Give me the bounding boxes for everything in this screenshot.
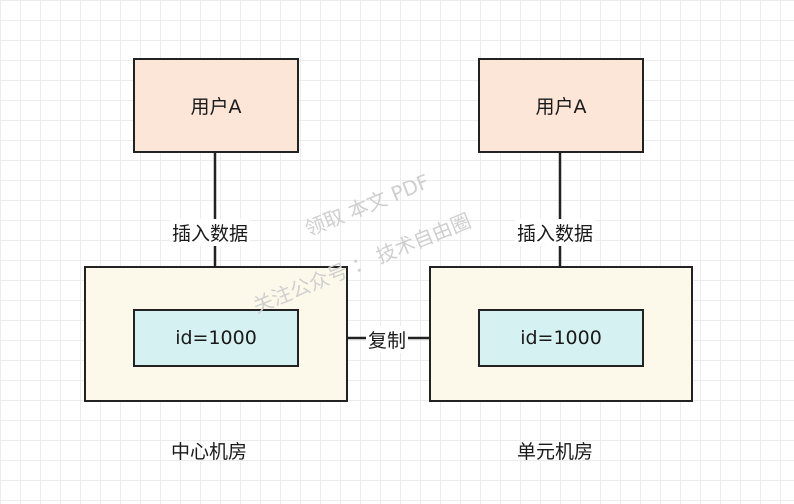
unit-datacenter-label: 单元机房 [517, 441, 594, 463]
left-user-label: 用户A [190, 96, 242, 118]
right-data-node: id=1000 [478, 309, 644, 367]
left-user-node: 用户A [133, 58, 299, 153]
right-user-label: 用户A [535, 96, 587, 118]
left-data-label: id=1000 [175, 327, 257, 349]
left-insert-label: 插入数据 [170, 219, 251, 246]
right-data-label: id=1000 [520, 327, 602, 349]
replicate-label: 复制 [366, 326, 409, 353]
right-insert-label: 插入数据 [515, 219, 596, 246]
central-datacenter-label: 中心机房 [171, 441, 248, 463]
right-user-node: 用户A [478, 58, 644, 153]
left-data-node: id=1000 [133, 309, 299, 367]
